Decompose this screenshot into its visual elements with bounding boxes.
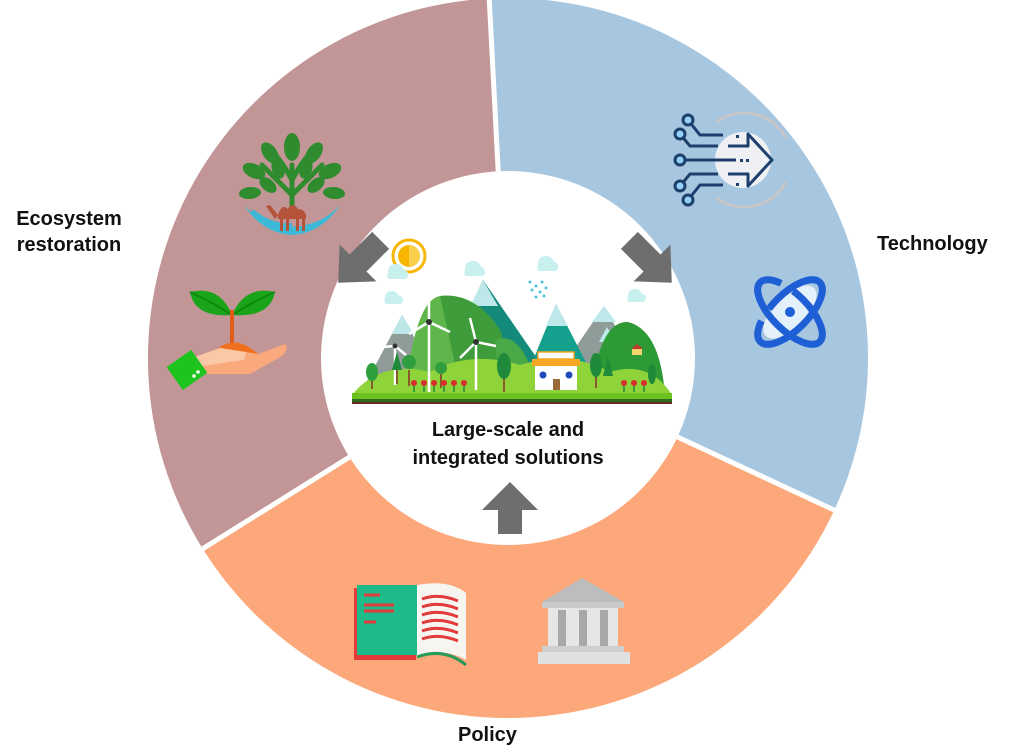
government-building-icon xyxy=(538,578,630,664)
arrow-policy-to-center xyxy=(482,482,538,534)
atom-orbit-icon xyxy=(754,276,826,348)
segment-label-line1: Ecosystem xyxy=(16,208,122,230)
arrow-technology-to-center xyxy=(620,231,672,283)
segment-ecosystem-restoration xyxy=(147,0,499,549)
small-house-icon xyxy=(631,344,643,355)
sun-icon xyxy=(391,238,427,274)
hand-holding-seedling-icon xyxy=(166,290,287,391)
segment-label-line2: restoration xyxy=(16,234,122,256)
open-book-icon xyxy=(354,583,467,667)
segment-label-technology: Technology xyxy=(877,233,988,255)
segment-technology xyxy=(489,0,869,511)
digital-circuit-arrow-icon xyxy=(673,111,788,209)
segment-label-ecosystem-restoration: Ecosystem restoration xyxy=(9,206,129,258)
tree-camel-logo-icon xyxy=(239,133,345,235)
house-icon xyxy=(532,351,580,390)
center-title-line2: integrated solutions xyxy=(412,447,604,469)
center-title-line1: Large-scale and xyxy=(431,419,585,441)
center-title: Large-scale and integrated solutions xyxy=(380,416,636,472)
segment-label-policy: Policy xyxy=(458,724,517,746)
arrow-ecosystem-to-center xyxy=(338,231,390,283)
landscape-illustration xyxy=(352,238,672,404)
